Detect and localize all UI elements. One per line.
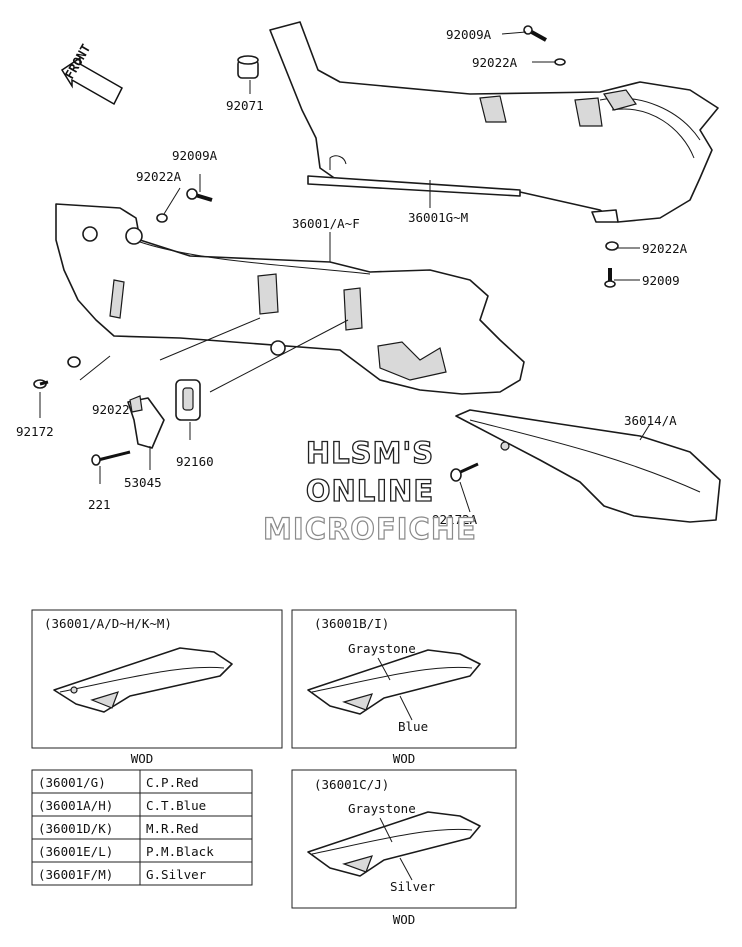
callout-221: 221 (88, 497, 111, 512)
callout-36001-a-f: 36001/A~F (292, 216, 360, 231)
washer-92022A-right-icon (605, 241, 619, 251)
bolt-92009A-left-icon (186, 188, 213, 202)
table-code-1: (36001/G) (38, 775, 106, 790)
inset-2-bottom-label: Blue (398, 719, 428, 734)
watermark: HLSM'S ONLINE MICROFICHE (262, 435, 477, 546)
callout-92022: 92022 (92, 402, 130, 417)
inset-2-top-label: Graystone (348, 641, 416, 656)
callout-92071: 92071 (226, 98, 264, 113)
table-color-1: C.P.Red (146, 775, 199, 790)
table-code-2: (36001A/H) (38, 798, 113, 813)
callout-36014-a: 36014/A (624, 413, 677, 428)
table-color-3: M.R.Red (146, 821, 199, 836)
leader-lines (39, 31, 651, 513)
callout-53045: 53045 (124, 475, 162, 490)
callout-36001g-m: 36001G~M (408, 210, 468, 225)
color-table: (36001/G) C.P.Red (36001A/H) C.T.Blue (3… (31, 769, 253, 886)
clip-53045-icon (127, 395, 165, 449)
lower-side-cover (55, 203, 525, 395)
inset-3-caption: WOD (393, 912, 416, 927)
callout-92009A-left: 92009A (172, 148, 218, 163)
callout-92022A-top: 92022A (472, 55, 518, 70)
inset-2-title: (36001B/I) (314, 616, 389, 631)
bolt-92009A-top-icon (523, 25, 547, 42)
upper-side-cover (269, 21, 719, 223)
inset-box-1: (36001/A/D~H/K~M) WOD (31, 609, 283, 766)
inset-3-top-label: Graystone (348, 801, 416, 816)
inset-1-title: (36001/A/D~H/K~M) (44, 616, 172, 631)
table-code-4: (36001E/L) (38, 844, 113, 859)
washer-92022A-left-icon (156, 213, 168, 223)
grommet-92160-icon (175, 379, 201, 421)
callout-92009-right: 92009 (642, 273, 680, 288)
inset-3-bottom-label: Silver (390, 879, 436, 894)
table-color-2: C.T.Blue (146, 798, 206, 813)
callout-92172A: 92172A (432, 512, 478, 527)
callout-92009A-top: 92009A (446, 27, 492, 42)
inset-box-3: (36001C/J) Graystone Silver WOD (291, 769, 517, 927)
inset-2-caption: WOD (393, 751, 416, 766)
bolt-92172-icon (33, 379, 49, 389)
inset-1-caption: WOD (131, 751, 154, 766)
table-code-5: (36001F/M) (38, 867, 113, 882)
inset-3-title: (36001C/J) (314, 777, 389, 792)
table-code-3: (36001D/K) (38, 821, 113, 836)
callout-92022A-right: 92022A (642, 241, 688, 256)
front-arrow-icon: FRONT (60, 41, 123, 106)
table-color-4: P.M.Black (146, 844, 214, 859)
washer-92022A-top-icon (554, 58, 566, 66)
watermark-line-3: MICROFICHE (263, 512, 477, 546)
tail-cover (455, 409, 721, 523)
grommet-92071-icon (237, 55, 259, 79)
washer-92022-icon (67, 356, 81, 368)
callout-92022A-left: 92022A (136, 169, 182, 184)
callout-92160: 92160 (176, 454, 214, 469)
table-color-5: G.Silver (146, 867, 207, 882)
bolt-92172A-icon (450, 462, 479, 482)
callout-92172: 92172 (16, 424, 54, 439)
watermark-line-2: ONLINE (306, 474, 434, 508)
bolt-92009-right-icon (604, 268, 616, 288)
inset-box-2: (36001B/I) Graystone Blue WOD (291, 609, 517, 766)
callout-labels: 92009A 92022A 92071 92009A 92022A 36001/… (16, 27, 688, 527)
watermark-line-1: HLSM'S (306, 436, 434, 470)
screw-221-icon (91, 450, 131, 466)
